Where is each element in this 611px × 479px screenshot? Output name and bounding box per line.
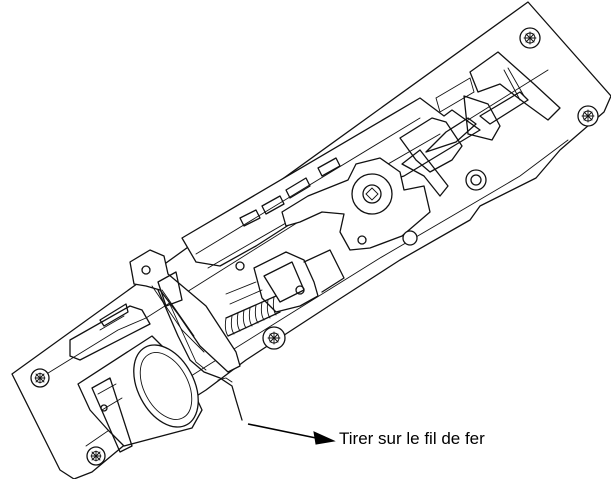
screw-icon	[577, 105, 599, 127]
screw-icon	[30, 368, 50, 388]
annotation-label: Tirer sur le fil de fer	[339, 429, 485, 448]
screw-icon	[262, 326, 286, 350]
wire	[157, 289, 243, 421]
arrow-icon	[247, 423, 336, 445]
screw-icon	[519, 27, 541, 49]
roller	[77, 335, 203, 453]
block	[253, 251, 319, 313]
coil-spring	[224, 295, 281, 337]
upright-bracket	[129, 249, 241, 373]
pivot-disc	[351, 173, 393, 215]
screw-icon	[86, 446, 106, 466]
